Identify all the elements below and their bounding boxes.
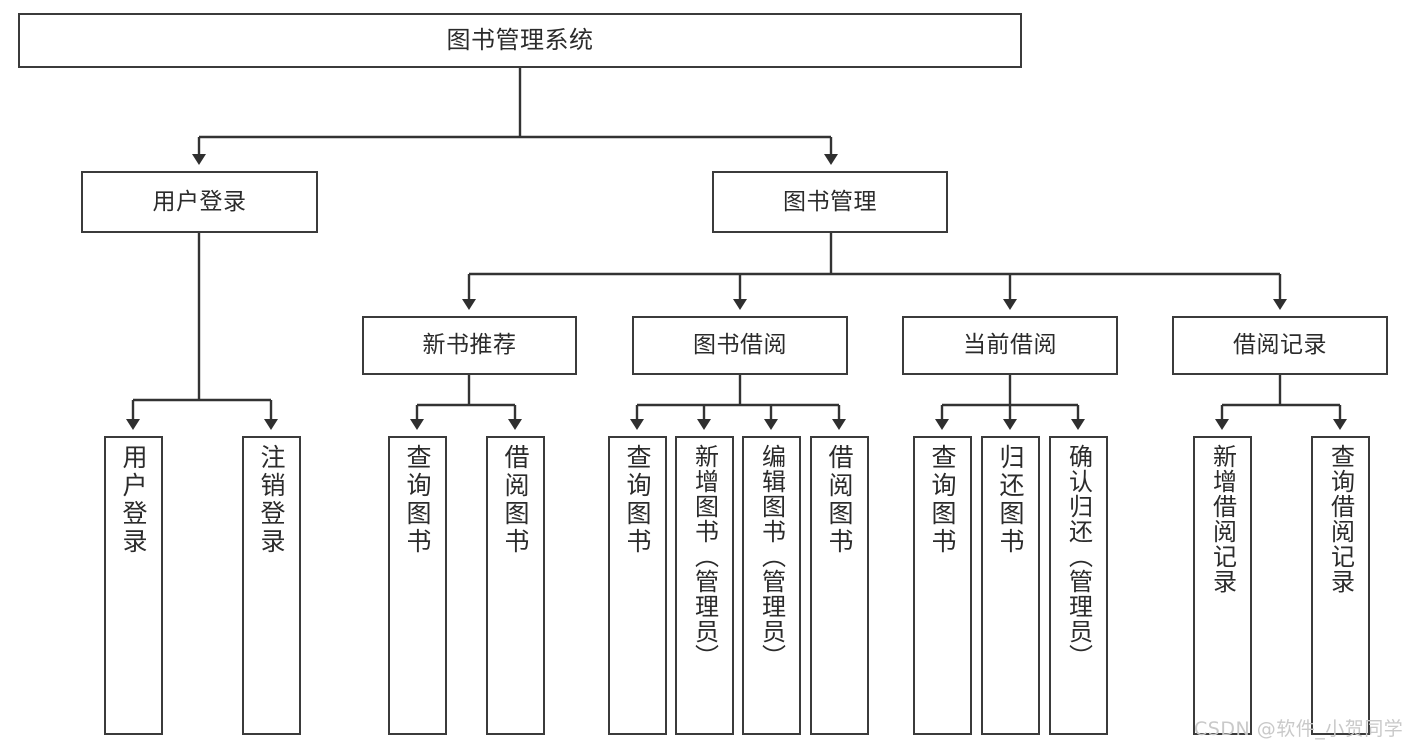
node-label: 图书管理 (783, 188, 877, 215)
leaf-query-book-recommend[interactable]: 查询图书 (388, 436, 447, 735)
node-label: 用户登录 (119, 444, 148, 556)
leaf-logout[interactable]: 注销登录 (242, 436, 301, 735)
node-label: 借阅记录 (1233, 332, 1327, 359)
node-user-login[interactable]: 用户登录 (81, 171, 318, 233)
node-current-borrow[interactable]: 当前借阅 (902, 316, 1118, 375)
leaf-query-borrow-record[interactable]: 查询借阅记录 (1311, 436, 1370, 735)
node-label: 新书推荐 (422, 332, 517, 359)
node-label: 当前借阅 (963, 332, 1057, 359)
node-label: 图书借阅 (693, 332, 787, 359)
node-label: 查询图书 (623, 444, 652, 556)
leaf-add-borrow-record[interactable]: 新增借阅记录 (1193, 436, 1252, 735)
node-root-system[interactable]: 图书管理系统 (18, 13, 1022, 68)
node-label: 归还图书 (996, 444, 1025, 556)
leaf-query-book-borrow[interactable]: 查询图书 (608, 436, 667, 735)
node-label: 借阅图书 (501, 444, 530, 556)
node-label: 借阅图书 (825, 444, 854, 556)
node-book-borrow[interactable]: 图书借阅 (632, 316, 848, 375)
node-label: 查询图书 (403, 444, 432, 556)
leaf-confirm-return-admin[interactable]: 确认归还（管理员） (1049, 436, 1108, 735)
leaf-add-book-admin[interactable]: 新增图书（管理员） (675, 436, 734, 735)
node-label: 注销登录 (257, 444, 286, 556)
node-label: 图书管理系统 (446, 25, 594, 54)
leaf-user-login[interactable]: 用户登录 (104, 436, 163, 735)
node-label: 新增借阅记录 (1208, 444, 1237, 594)
leaf-borrow-book[interactable]: 借阅图书 (810, 436, 869, 735)
leaf-return-book[interactable]: 归还图书 (981, 436, 1040, 735)
node-new-book-recommend[interactable]: 新书推荐 (362, 316, 577, 375)
node-book-management[interactable]: 图书管理 (712, 171, 948, 233)
watermark-text: CSDN @软件_小贺同学 (1194, 718, 1404, 740)
node-label: 编辑图书（管理员） (757, 444, 786, 669)
leaf-borrow-book-recommend[interactable]: 借阅图书 (486, 436, 545, 735)
leaf-query-book-current[interactable]: 查询图书 (913, 436, 972, 735)
leaf-edit-book-admin[interactable]: 编辑图书（管理员） (742, 436, 801, 735)
node-label: 查询图书 (928, 444, 957, 556)
node-label: 查询借阅记录 (1326, 444, 1355, 594)
node-label: 新增图书（管理员） (690, 444, 719, 669)
node-label: 确认归还（管理员） (1064, 444, 1093, 669)
node-label: 用户登录 (152, 188, 247, 215)
node-borrow-record[interactable]: 借阅记录 (1172, 316, 1388, 375)
